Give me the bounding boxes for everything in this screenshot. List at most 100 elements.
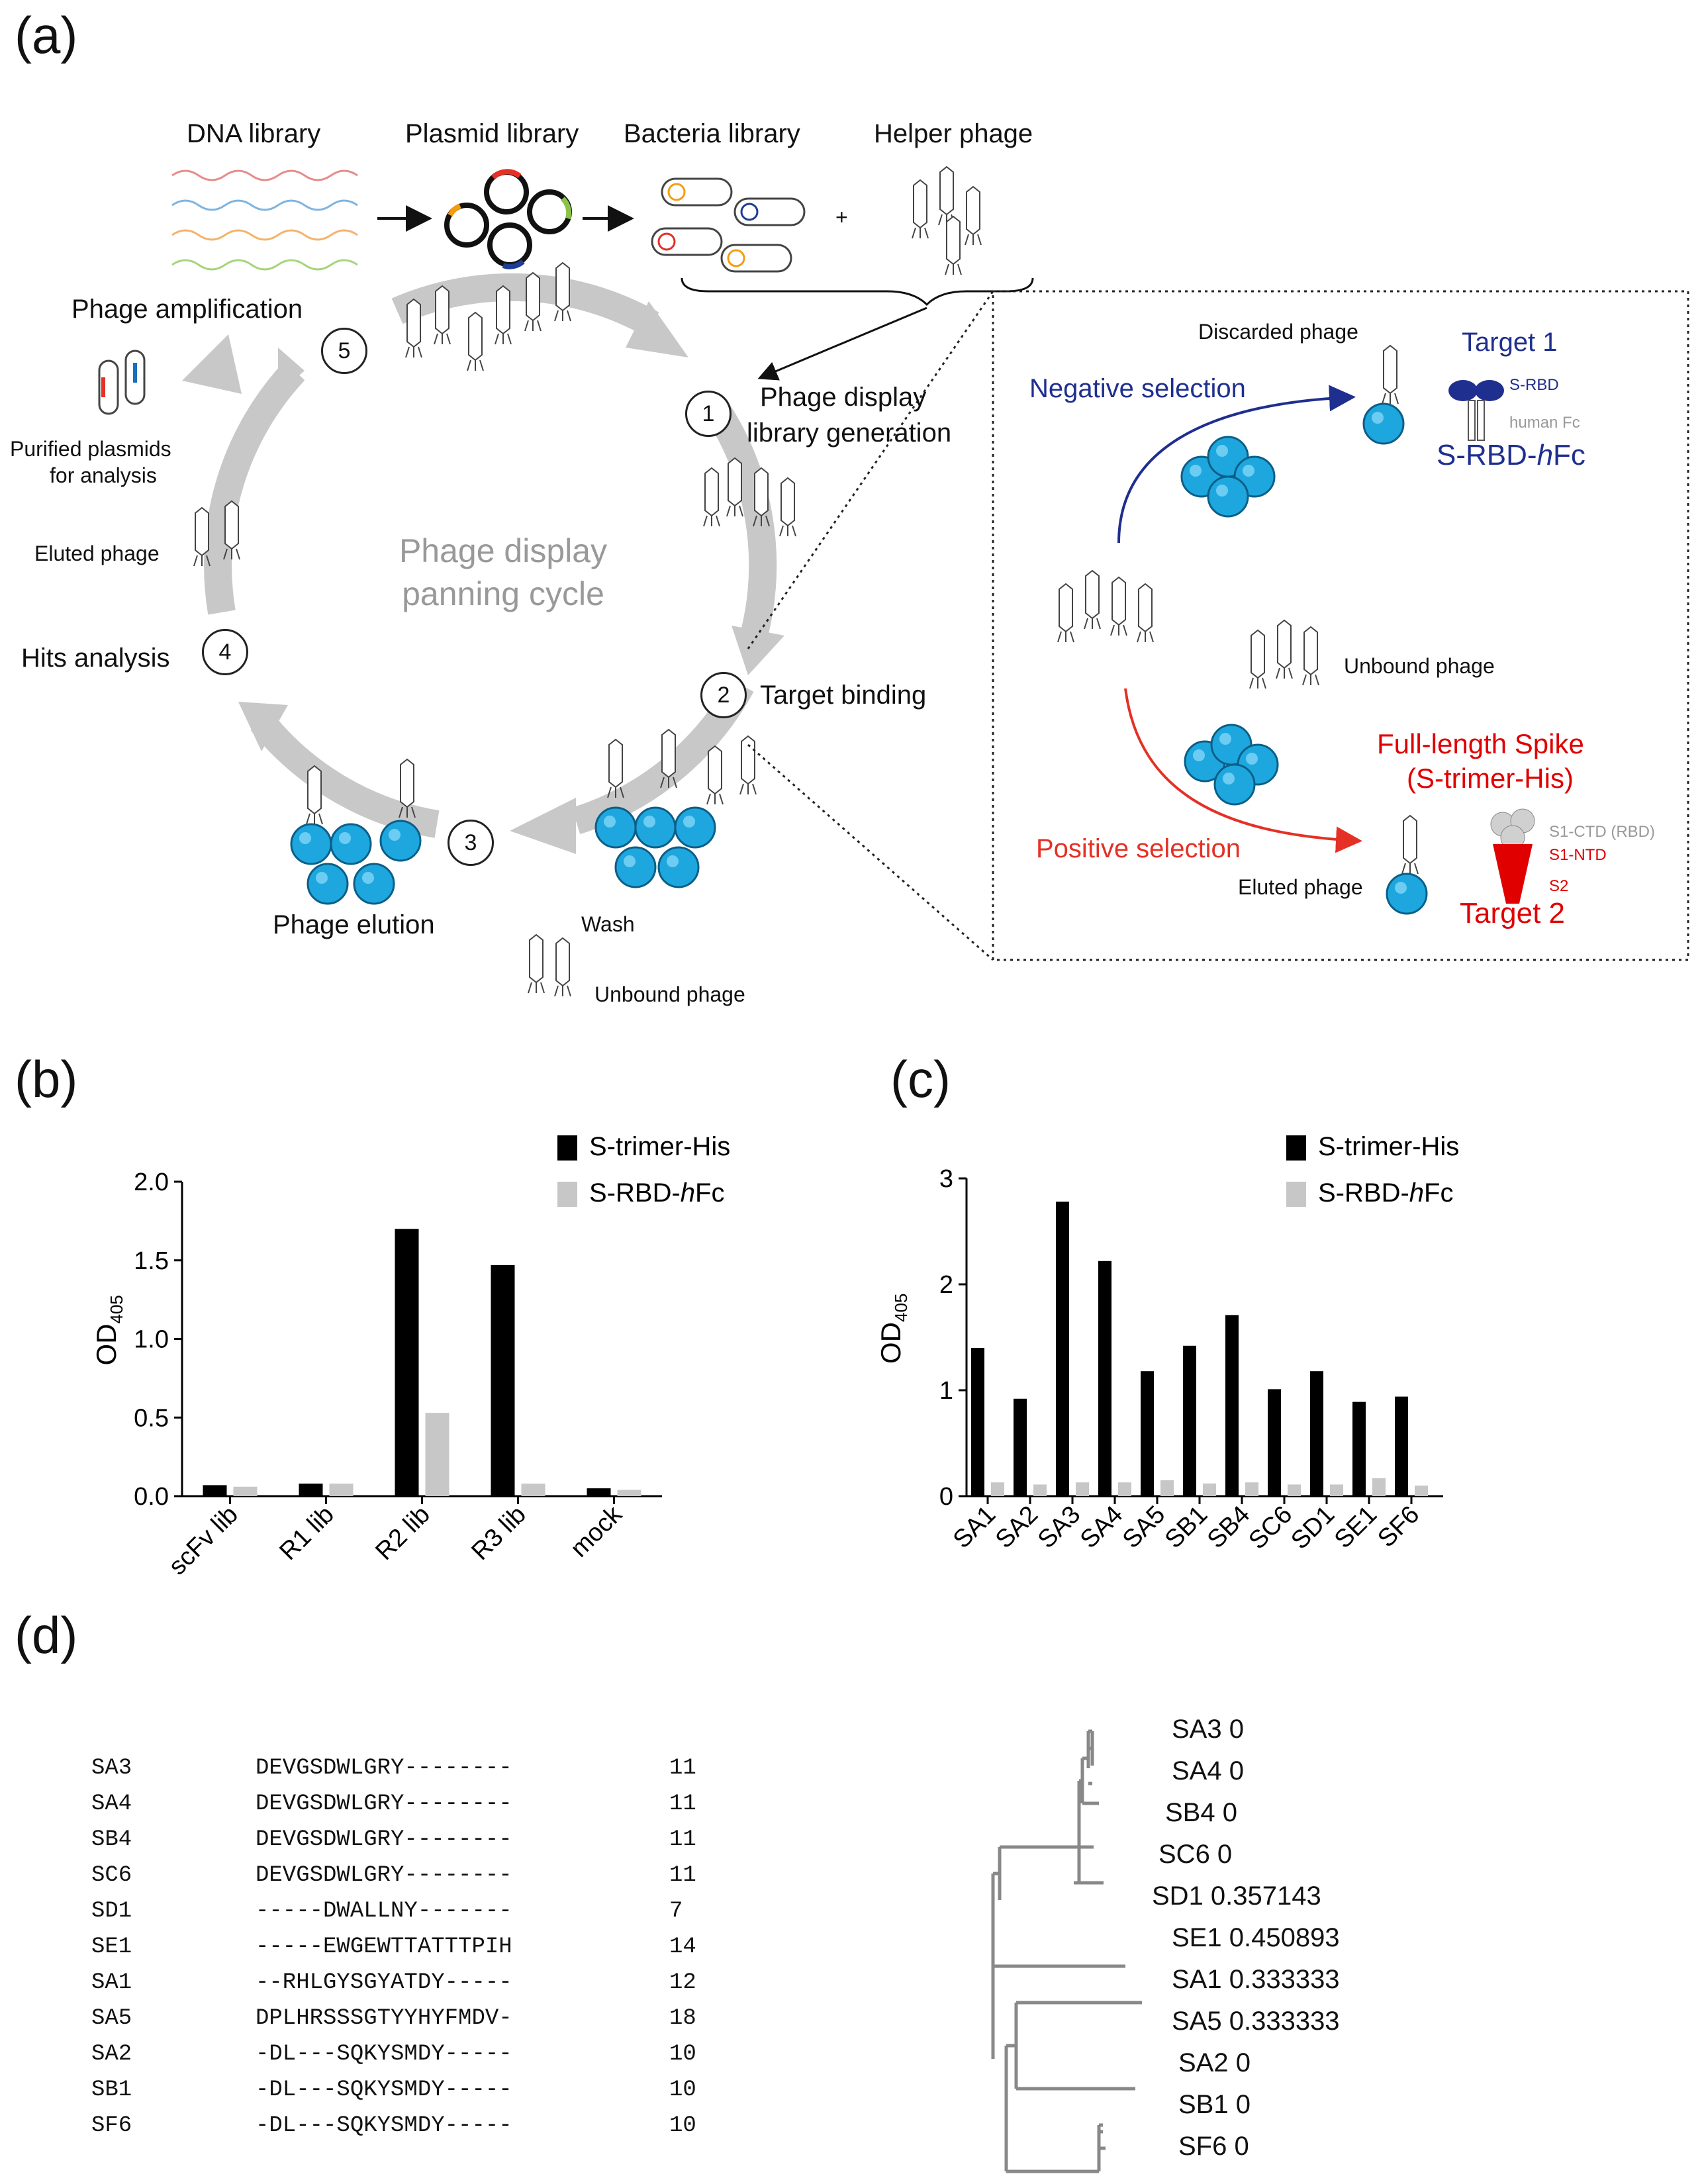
x-tick-label: SA1 xyxy=(948,1501,1001,1554)
bar-se1-s-rbd-hfc xyxy=(1372,1478,1386,1496)
alignment-length: 11 xyxy=(669,1863,696,1888)
alignment-id: SA5 xyxy=(91,2006,132,2031)
beads-phage-elution xyxy=(290,759,422,905)
bar-sc6-s-rbd-hfc xyxy=(1288,1484,1301,1496)
tree-leaf-label: SA3 0 xyxy=(1172,1715,1244,1744)
legend-label-part: S-RBD- xyxy=(1318,1178,1409,1208)
alignment-length: 11 xyxy=(669,1827,696,1852)
legend-label: S-RBD-hFc xyxy=(589,1178,724,1208)
alignment-row: SA1--RHLGYSGYATDY-----12 xyxy=(91,1970,696,2006)
legend-label-italic: h xyxy=(1409,1178,1424,1208)
alignment-row: SD1-----DWALLNY-------7 xyxy=(91,1899,696,1934)
bar-se1-s-trimer-his xyxy=(1352,1401,1366,1496)
step-3-label: Phage elution xyxy=(273,910,435,939)
eluted-phage-label: Eluted phage xyxy=(34,542,160,565)
alignment-sequence: DEVGSDWLGRY-------- xyxy=(256,1791,512,1817)
step-5-label: Phage amplification xyxy=(71,295,303,324)
tree-leaf-label: SB1 0 xyxy=(1178,2090,1251,2119)
bar-r3-lib-s-trimer-his xyxy=(491,1264,515,1496)
alignment-length: 18 xyxy=(669,2006,696,2031)
legend-label-part: Fc xyxy=(1424,1178,1453,1208)
cycle-title-line1: Phage display xyxy=(399,532,608,569)
bar-r2-lib-s-rbd-hfc xyxy=(425,1413,449,1496)
alignment-length: 7 xyxy=(669,1899,683,1924)
bar-r2-lib-s-trimer-his xyxy=(395,1229,419,1496)
tree-leaf-label: SE1 0.450893 xyxy=(1172,1923,1340,1952)
bar-sa3-s-trimer-his xyxy=(1056,1202,1069,1496)
s-rbd-label: S-RBD xyxy=(1509,376,1559,394)
alignment-sequence: DEVGSDWLGRY-------- xyxy=(256,1863,512,1888)
x-tick-label: SA2 xyxy=(990,1501,1043,1554)
x-tick-label: R3 lib xyxy=(466,1501,531,1566)
s1-ntd-label: S1-NTD xyxy=(1549,846,1607,864)
positive-selection-label: Positive selection xyxy=(1036,834,1241,863)
step-2-label: Target binding xyxy=(760,681,927,710)
bar-sd1-s-rbd-hfc xyxy=(1330,1484,1343,1496)
step-3-badge: 3 xyxy=(448,820,494,866)
negative-selection-label: Negative selection xyxy=(1029,374,1246,403)
alignment-sequence: -DL---SQKYSMDY----- xyxy=(256,2113,512,2138)
bar-sa3-s-rbd-hfc xyxy=(1076,1482,1089,1496)
bar-scfv-lib-s-rbd-hfc xyxy=(233,1486,258,1496)
plasmid-library-label: Plasmid library xyxy=(405,119,579,148)
alignment-row: SF6-DL---SQKYSMDY-----10 xyxy=(91,2113,696,2149)
inset-unbound-label: Unbound phage xyxy=(1344,654,1495,678)
step-1-label-line1: Phage display xyxy=(760,383,927,412)
panel-label-b: (b) xyxy=(15,1050,78,1108)
tree-leaf-label: SB4 0 xyxy=(1165,1798,1237,1827)
bar-mock-s-rbd-hfc xyxy=(617,1490,641,1496)
x-tick-label: SC6 xyxy=(1243,1501,1298,1555)
alignment-sequence: DEVGSDWLGRY-------- xyxy=(256,1756,512,1781)
bacteria-library-icon xyxy=(651,177,806,273)
full-length-spike-label: Full-length Spike xyxy=(1377,728,1584,759)
y-tick-label: 1.0 xyxy=(134,1326,169,1354)
alignment-length: 10 xyxy=(669,2113,696,2138)
bar-sa2-s-rbd-hfc xyxy=(1033,1484,1047,1496)
bar-sa5-s-trimer-his xyxy=(1141,1371,1154,1496)
purified-plasmids-label-line1: Purified plasmids xyxy=(10,437,171,461)
alignment-id: SA4 xyxy=(91,1791,132,1817)
inset-unbound xyxy=(1249,620,1319,689)
x-tick-label: SB1 xyxy=(1160,1501,1213,1554)
inset-eluted-label: Eluted phage xyxy=(1238,875,1363,899)
y-axis-label-subscript: 405 xyxy=(891,1294,911,1322)
legend-label: S-RBD-hFc xyxy=(1318,1178,1453,1208)
bar-sa4-s-trimer-his xyxy=(1098,1260,1111,1496)
alignment-id: SC6 xyxy=(91,1863,132,1888)
legend-label: S-trimer-His xyxy=(589,1132,730,1161)
s-rbd-hfc-h: h xyxy=(1537,439,1554,471)
alignment-row: SA2-DL---SQKYSMDY-----10 xyxy=(91,2042,696,2077)
x-tick-label: SB4 xyxy=(1202,1501,1255,1554)
alignment-length: 11 xyxy=(669,1756,696,1781)
step-5-badge: 5 xyxy=(321,328,367,374)
x-tick-label: R1 lib xyxy=(274,1501,339,1566)
phage-cluster-unbound xyxy=(528,934,571,997)
alignment-id: SA3 xyxy=(91,1756,132,1781)
alignment-sequence: -DL---SQKYSMDY----- xyxy=(256,2077,512,2103)
dna-library-label: DNA library xyxy=(187,119,321,148)
alignment-sequence: DEVGSDWLGRY-------- xyxy=(256,1827,512,1852)
spike-trimer-icon xyxy=(1490,808,1535,904)
target1-rbd-fc-icon xyxy=(1448,380,1504,441)
target1-label: Target 1 xyxy=(1462,328,1558,357)
y-tick-label: 0.0 xyxy=(134,1483,169,1511)
inset-positive-beads xyxy=(1184,724,1279,806)
s-rbd-hfc-pre: S-RBD- xyxy=(1437,439,1537,471)
purified-plasmids-label-line2: for analysis xyxy=(50,463,157,487)
inset-discarded xyxy=(1362,345,1405,445)
bar-sa2-s-trimer-his xyxy=(1014,1398,1027,1496)
step-4-badge: 4 xyxy=(202,629,248,675)
y-axis-label: OD405 xyxy=(91,1295,126,1365)
bar-sa1-s-rbd-hfc xyxy=(991,1482,1004,1496)
bar-sa1-s-trimer-his xyxy=(971,1348,984,1496)
tree-leaf-label: SA5 0.333333 xyxy=(1172,2007,1340,2036)
bar-sd1-s-trimer-his xyxy=(1310,1371,1323,1496)
tree-leaf-label: SF6 0 xyxy=(1178,2132,1249,2161)
step-1-badge: 1 xyxy=(685,391,732,437)
panning-cycle-diagram xyxy=(98,166,1689,997)
x-tick-label: SE1 xyxy=(1329,1501,1382,1554)
